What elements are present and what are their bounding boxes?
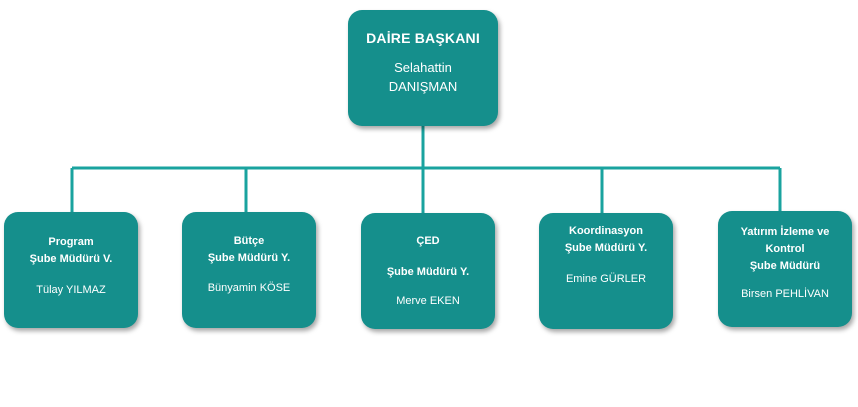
unit-title-line: ÇED xyxy=(416,235,440,247)
unit-person-name: Emine GÜRLER xyxy=(565,273,647,285)
unit-title-line: Bütçe xyxy=(233,235,265,247)
unit-title-line: Program xyxy=(48,236,94,248)
unit-person-name: Merve EKEN xyxy=(396,295,460,307)
unit-title-line: Şube Müdürü xyxy=(749,260,821,272)
unit-title-line: Şube Müdürü Y. xyxy=(207,252,291,264)
head-name-line2: DANIŞMAN xyxy=(388,79,458,94)
unit-title-line: Koordinasyon xyxy=(569,225,643,237)
unit-box-program: Program Şube Müdürü V. Tülay YILMAZ xyxy=(4,212,138,328)
unit-title: Koordinasyon Şube Müdürü Y. xyxy=(565,223,647,257)
unit-title: Program Şube Müdürü V. xyxy=(30,234,113,268)
unit-box-yatirim-izleme: Yatırım İzleme ve Kontrol Şube Müdürü Bi… xyxy=(718,211,852,327)
unit-title: Bütçe Şube Müdürü Y. xyxy=(208,233,290,267)
head-box-daire-baskani: DAİRE BAŞKANI Selahattin DANIŞMAN xyxy=(348,10,498,126)
unit-title-line: Yatırım İzleme ve xyxy=(740,226,830,238)
unit-title: Yatırım İzleme ve Kontrol Şube Müdürü xyxy=(741,224,830,275)
head-title: DAİRE BAŞKANI xyxy=(366,30,480,46)
unit-person-name: Tülay YILMAZ xyxy=(36,284,106,296)
unit-box-koordinasyon: Koordinasyon Şube Müdürü Y. Emine GÜRLER xyxy=(539,213,673,329)
unit-person-name: Bünyamin KÖSE xyxy=(207,282,291,294)
unit-title-line: Şube Müdürü Y. xyxy=(386,266,470,278)
unit-title-line: Kontrol xyxy=(765,243,805,255)
unit-title-line: Şube Müdürü Y. xyxy=(564,242,648,254)
unit-box-ced: ÇED Şube Müdürü Y. Merve EKEN xyxy=(361,213,495,329)
head-name-line1: Selahattin xyxy=(394,60,452,75)
unit-person-name: Birsen PEHLİVAN xyxy=(741,288,829,300)
unit-title-line: Şube Müdürü V. xyxy=(29,253,113,265)
unit-box-butce: Bütçe Şube Müdürü Y. Bünyamin KÖSE xyxy=(182,212,316,328)
